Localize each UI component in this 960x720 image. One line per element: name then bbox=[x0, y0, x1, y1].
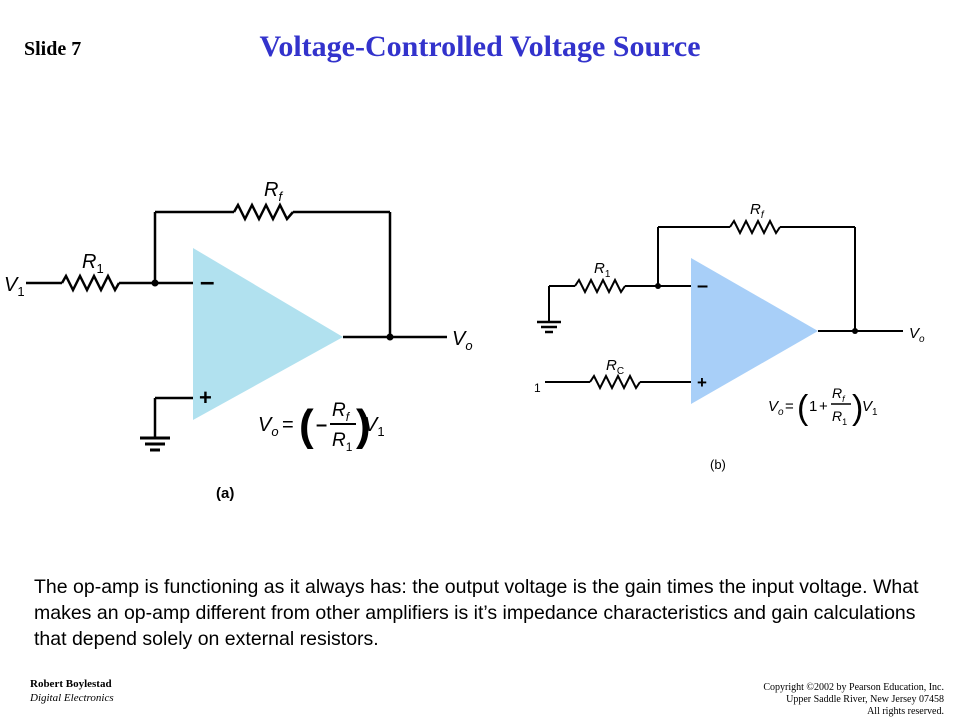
input-fragment-b: 1 bbox=[534, 381, 541, 395]
svg-text:Vo: Vo bbox=[768, 398, 784, 418]
copyright-line-3: All rights reserved. bbox=[867, 706, 944, 717]
slide-number: Slide 7 bbox=[24, 38, 82, 60]
body-paragraph: The op-amp is functioning as it always h… bbox=[34, 576, 919, 650]
footer-copyright: Copyright ©2002 by Pearson Education, In… bbox=[763, 682, 944, 718]
ground-symbol-a bbox=[140, 436, 170, 452]
svg-text:1: 1 bbox=[809, 398, 817, 415]
svg-text:–: – bbox=[316, 414, 327, 436]
svg-text:+: + bbox=[819, 398, 828, 415]
svg-text:R1: R1 bbox=[832, 408, 847, 427]
svg-text:(: ( bbox=[299, 401, 314, 450]
r1-resistor-a bbox=[60, 273, 121, 293]
rf-resistor-a bbox=[232, 202, 294, 222]
gain-formula-b: Vo = ( 1 + Rf R1 ) V1 bbox=[768, 385, 878, 427]
input-label-a: V1 bbox=[4, 274, 25, 299]
node-dot-a-output bbox=[386, 333, 394, 341]
circuit-b-labels: – + 1 R1 Rf RC Vo Vo = ( 1 + Rf R1 ) V1 … bbox=[534, 201, 925, 472]
caption-b: (b) bbox=[710, 457, 726, 472]
circuit-a-labels: – + V1 R1 Rf Vo Vo = ( – Rf R1 ) V1 (a) bbox=[4, 179, 473, 502]
slide-title: Voltage-Controlled Voltage Source bbox=[259, 30, 701, 63]
copyright-line-2: Upper Saddle River, New Jersey 07458 bbox=[786, 694, 944, 705]
output-label-a: Vo bbox=[452, 328, 473, 353]
r1-label-b: R1 bbox=[594, 260, 611, 280]
opamp-b-minus: – bbox=[697, 275, 708, 297]
copyright-line-1: Copyright ©2002 by Pearson Education, In… bbox=[763, 682, 944, 693]
circuit-diagrams: – + V1 R1 Rf Vo Vo = ( – Rf R1 ) V1 (a) bbox=[4, 179, 925, 502]
caption-a: (a) bbox=[216, 485, 234, 502]
opamp-a-minus: – bbox=[200, 266, 214, 296]
svg-text:R1: R1 bbox=[332, 430, 353, 454]
circuit-b bbox=[537, 218, 903, 404]
svg-text:=: = bbox=[785, 398, 794, 415]
svg-text:V1: V1 bbox=[862, 398, 878, 418]
ground-symbol-b bbox=[537, 320, 561, 334]
opamp-b-plus: + bbox=[697, 373, 707, 392]
svg-text:): ) bbox=[852, 389, 863, 427]
opamp-a-plus: + bbox=[199, 385, 212, 410]
opamp-b-triangle bbox=[691, 258, 818, 404]
footer-course: Digital Electronics bbox=[30, 692, 114, 704]
svg-text:): ) bbox=[356, 401, 371, 450]
opamp-a-triangle bbox=[193, 248, 343, 420]
output-label-b: Vo bbox=[909, 325, 925, 345]
circuit-a bbox=[26, 202, 447, 452]
svg-text:Rf: Rf bbox=[832, 385, 846, 404]
rc-label-b: RC bbox=[606, 357, 624, 377]
svg-text:Vo: Vo bbox=[258, 414, 279, 439]
svg-text:Rf: Rf bbox=[332, 400, 351, 424]
svg-text:=: = bbox=[282, 414, 294, 436]
footer-author: Robert Boylestad bbox=[30, 678, 112, 690]
r1-label-a: R1 bbox=[82, 251, 104, 276]
svg-text:V1: V1 bbox=[364, 414, 385, 439]
node-dot-b-output bbox=[852, 328, 858, 334]
gain-formula-a: Vo = ( – Rf R1 ) V1 bbox=[258, 400, 385, 454]
rc-resistor-b bbox=[589, 373, 641, 391]
rf-resistor-b bbox=[729, 218, 781, 236]
rf-label-b: Rf bbox=[750, 201, 765, 221]
node-dot-b-input bbox=[655, 283, 661, 289]
svg-text:(: ( bbox=[797, 389, 809, 427]
r1-resistor-b bbox=[574, 277, 626, 295]
node-dot-a-input bbox=[151, 279, 159, 287]
rf-label-a: Rf bbox=[264, 179, 283, 204]
